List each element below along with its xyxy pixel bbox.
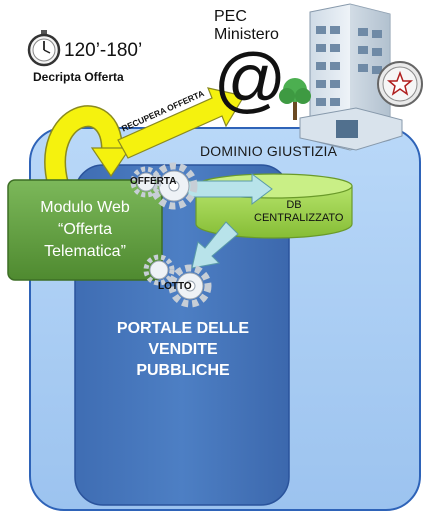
- stopwatch-icon: [27, 30, 61, 67]
- db-label: DB CENTRALIZZATO: [254, 199, 344, 224]
- emblem-icon: [377, 61, 423, 107]
- db-cylinder: [195, 173, 353, 239]
- domain-label: DOMINIO GIUSTIZIA: [200, 143, 338, 159]
- module-label: Modulo Web “Offerta Telematica”: [8, 182, 162, 278]
- timer-caption: Decripta Offerta: [33, 70, 124, 84]
- svg-text:@: @: [213, 40, 286, 120]
- at-sign-icon: @: [213, 40, 286, 120]
- pec-line-1: PEC: [214, 8, 247, 25]
- building-icon: [299, 3, 403, 151]
- module-label-text: Modulo Web “Offerta Telematica”: [40, 199, 130, 260]
- decrypt-loop-arrow: [44, 105, 132, 187]
- db-to-lotto-arrow: [191, 221, 239, 269]
- gear-icon: [150, 162, 198, 210]
- tree-icon: [279, 78, 311, 120]
- pec-label: PEC Ministero: [214, 8, 279, 44]
- gear-icon: [168, 264, 212, 308]
- recupera-offerta-arrow: [117, 87, 245, 159]
- offerta-to-db-arrow: [187, 173, 273, 205]
- module-box: [7, 179, 163, 281]
- gear-icon: [130, 166, 162, 198]
- gear-icon: [143, 254, 175, 286]
- portal-label: PORTALE DELLE VENDITE PUBBLICHE: [116, 320, 250, 379]
- pec-line-2: Ministero: [214, 26, 279, 43]
- gear-label-lotto: LOTTO: [158, 281, 192, 292]
- timer-label: 120’-180’: [64, 40, 143, 61]
- gear-label-offerta: OFFERTA: [130, 176, 177, 187]
